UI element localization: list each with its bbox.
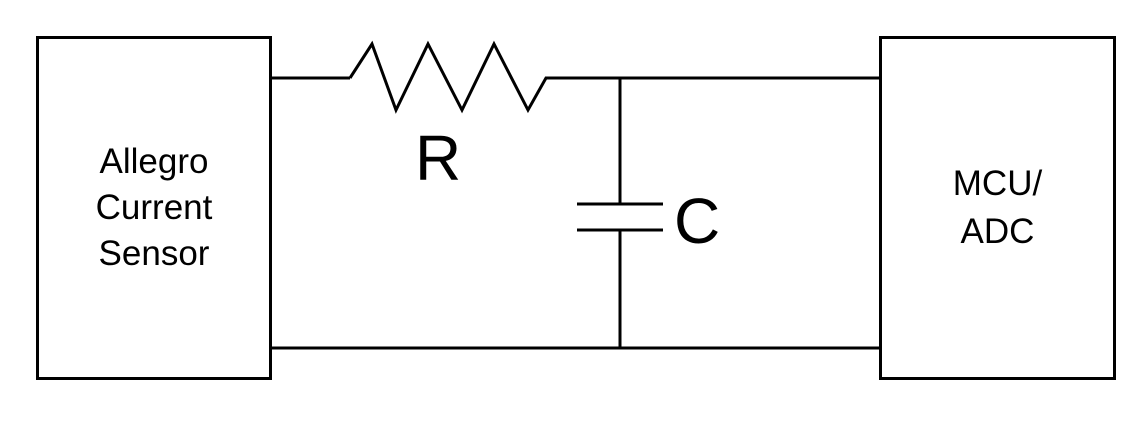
mcu-label-line2: ADC bbox=[960, 212, 1035, 251]
sensor-label-line2: Current bbox=[95, 188, 213, 227]
sensor-label-line1: Allegro bbox=[99, 142, 209, 181]
resistor-label: R bbox=[415, 122, 462, 194]
mcu-label-line1: MCU/ bbox=[952, 164, 1043, 203]
sensor-label-line3: Sensor bbox=[98, 234, 210, 273]
mcu-adc-block: MCU/ ADC bbox=[879, 36, 1116, 380]
current-sensor-block: Allegro Current Sensor bbox=[36, 36, 272, 380]
capacitor-label: C bbox=[674, 185, 721, 257]
resistor-symbol bbox=[348, 40, 578, 114]
